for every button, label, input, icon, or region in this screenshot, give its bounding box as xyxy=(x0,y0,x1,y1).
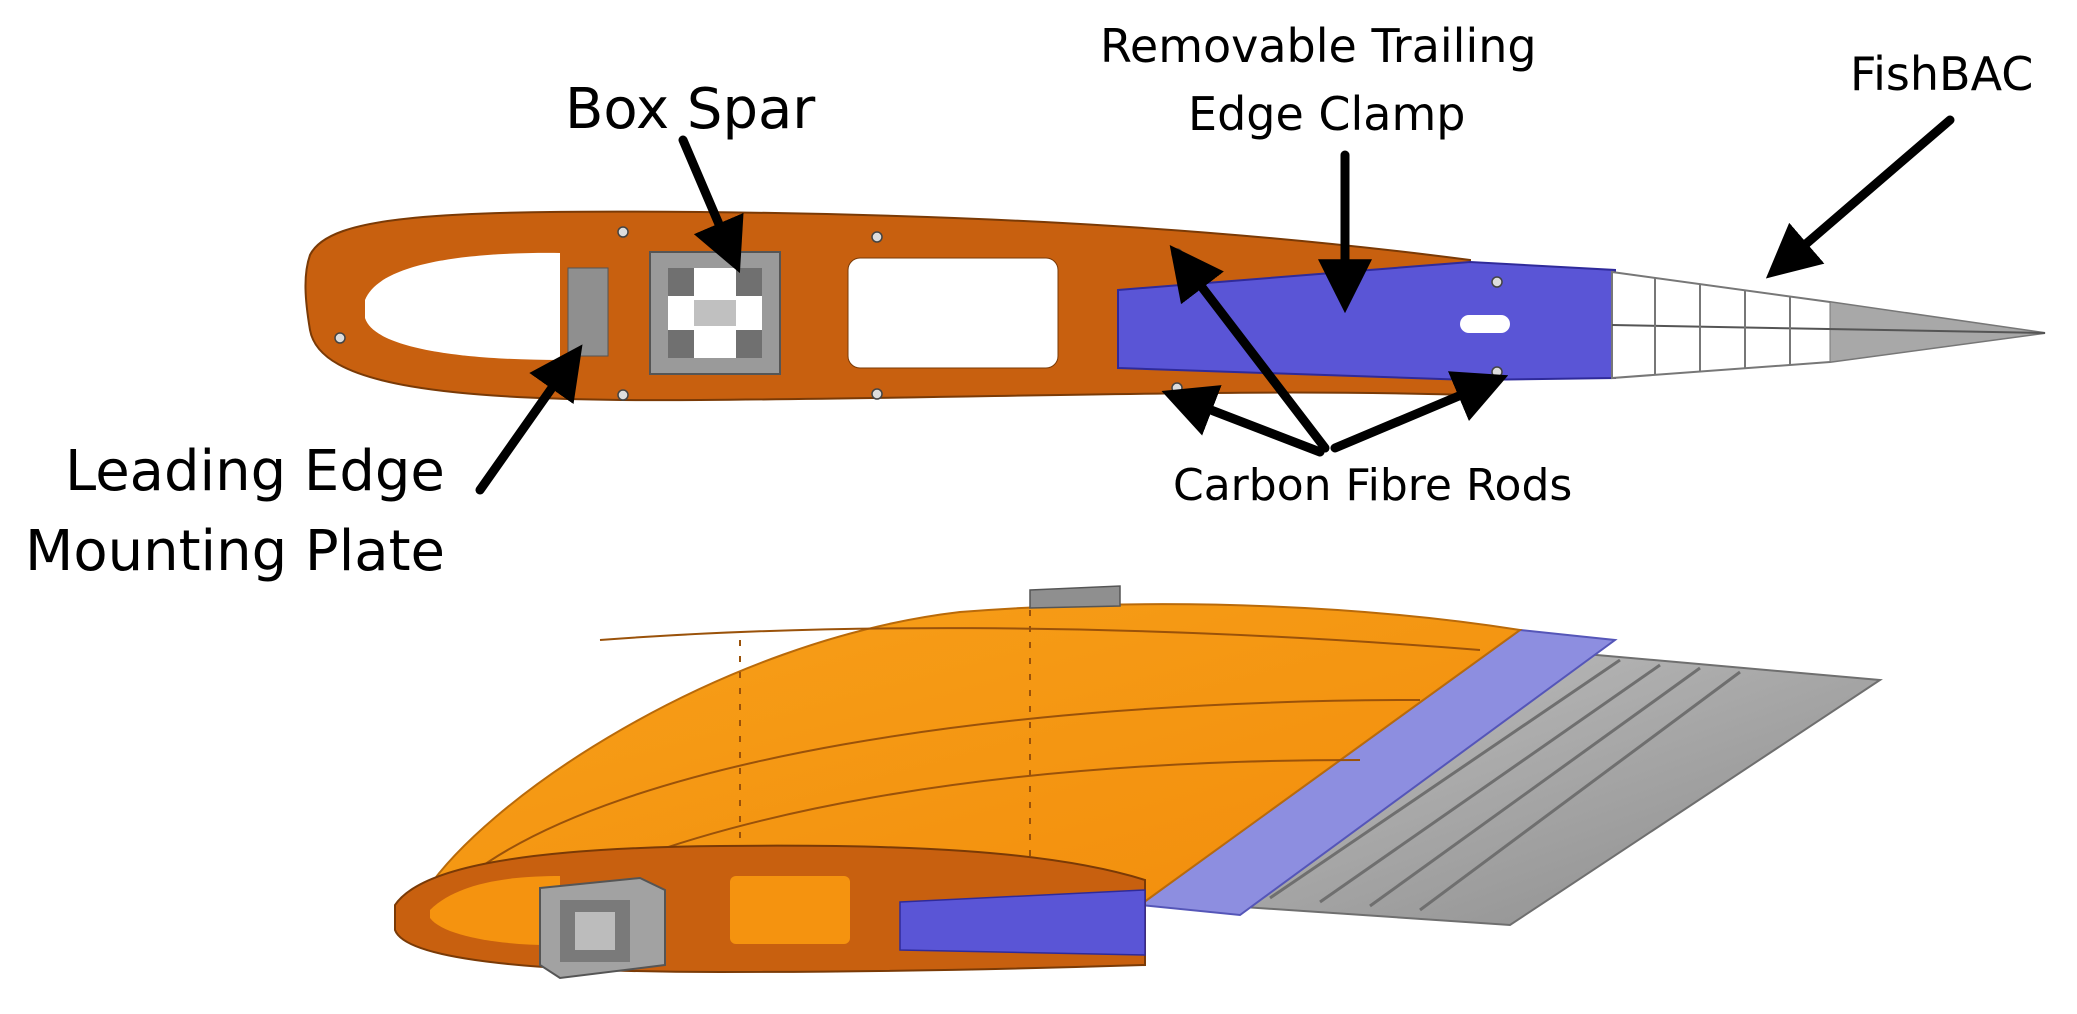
rib-face-clamp-3d xyxy=(899,889,1146,956)
rod-arrow-2 xyxy=(1161,385,1325,457)
leading-edge-mounting-plate xyxy=(567,267,609,357)
leading-edge-plate-arrow xyxy=(475,344,583,495)
label-box-spar: Box Spar xyxy=(565,77,816,142)
fishbac-section xyxy=(1611,270,2046,380)
wing-skin-3d xyxy=(418,603,1523,907)
clamp-slot xyxy=(1460,315,1510,333)
box-spar-arrow xyxy=(678,135,744,274)
rib-face-cutout-3d xyxy=(430,876,560,946)
box-spar-3d xyxy=(539,585,1121,980)
label-carbon-fibre-rods: Carbon Fibre Rods xyxy=(1173,460,1572,511)
label-leading-edge-1: Leading Edge xyxy=(65,439,445,504)
label-fishbac: FishBAC xyxy=(1850,47,2033,101)
label-removable-trailing-2: Edge Clamp xyxy=(1188,87,1465,141)
rib-face-hole-3d xyxy=(730,876,850,944)
leading-edge-cutout xyxy=(365,252,560,360)
fishbac-arrow xyxy=(1765,115,1955,279)
label-removable-trailing-1: Removable Trailing xyxy=(1100,19,1537,73)
rod-arrow-3 xyxy=(1330,371,1509,453)
rod-arrow-1 xyxy=(1169,244,1330,453)
annotation-arrows xyxy=(475,115,1955,495)
lightening-hole xyxy=(847,257,1059,369)
box-spar xyxy=(649,251,781,375)
wing-3d-view xyxy=(394,585,1883,980)
label-leading-edge-2: Mounting Plate xyxy=(25,519,445,584)
annotation-labels: Box Spar Removable Trailing Edge Clamp F… xyxy=(25,19,2033,584)
